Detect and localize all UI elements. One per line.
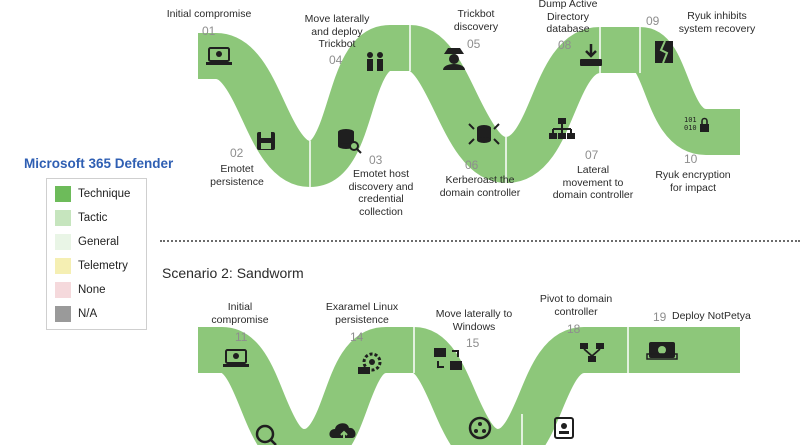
legend-swatch: [55, 234, 71, 250]
step-02-label: Emotet persistence: [210, 163, 264, 188]
compromise-icon: [206, 47, 232, 65]
database-arrows-icon: [468, 123, 500, 145]
legend-label: General: [78, 236, 119, 248]
pivot-network-icon: [580, 343, 604, 362]
computers-arrows-icon: [434, 348, 462, 370]
step-10-number: 10: [684, 152, 698, 166]
step-07-number: 07: [585, 148, 599, 162]
binary-lock-icon: 101 010: [684, 116, 709, 132]
legend-swatch: [55, 258, 71, 274]
legend-label: N/A: [78, 308, 98, 320]
step-01-number: 01: [202, 24, 216, 38]
step-18-label: Pivot to domain controller: [539, 293, 613, 318]
shield-search-icon: [255, 424, 277, 445]
floppy-icon: [257, 132, 275, 150]
legend-label: Tactic: [78, 212, 108, 224]
svg-text:101: 101: [684, 116, 697, 124]
legend-swatch: [55, 210, 71, 226]
broken-glass-icon: [655, 40, 673, 64]
step-18-number: 18: [567, 322, 581, 336]
step-09-label: Ryuk inhibits system recovery: [678, 10, 756, 35]
legend-item-none: None: [55, 281, 106, 299]
step-05-number: 05: [467, 37, 481, 51]
step-03-number: 03: [369, 153, 383, 167]
legend-label: Technique: [78, 188, 131, 200]
cloud-upload-icon: [329, 423, 356, 442]
money-icon: [646, 342, 678, 360]
legend-swatch: [55, 306, 71, 322]
svg-text:010: 010: [684, 124, 697, 132]
compromise-icon: [223, 349, 249, 367]
legend-item-technique: Technique: [55, 185, 130, 203]
step-15-label: Move laterally to Windows: [435, 308, 513, 333]
scenario1-band: [198, 25, 740, 188]
legend-label: Telemetry: [78, 260, 128, 272]
users-icon: [367, 52, 383, 71]
download-drive-icon: [580, 44, 602, 66]
database-search-icon: [338, 129, 362, 154]
step-04-number: 04: [329, 53, 343, 67]
step-05-label: Trickbot discovery: [453, 8, 499, 33]
step-15-number: 15: [466, 336, 480, 350]
scenario-divider: [160, 240, 800, 242]
step-06-number: 06: [465, 158, 479, 172]
step-11-label: Initial compromise: [211, 301, 269, 326]
legend-swatch: [55, 186, 71, 202]
step-06-label: Kerberoast the domain controller: [439, 174, 521, 199]
step-11-number: 11: [235, 330, 248, 344]
step-08-label: Dump Active Directory database: [538, 0, 598, 35]
step-19-label: Deploy NotPetya: [672, 310, 751, 322]
legend-item-telemetry: Telemetry: [55, 257, 128, 275]
step-14-label: Exaramel Linux persistence: [325, 301, 399, 326]
step-14-number: 14: [350, 330, 364, 344]
legend-item-general: General: [55, 233, 119, 251]
legend-swatch: [55, 282, 71, 298]
step-19-number: 19: [653, 310, 667, 324]
legend-item-na: N/A: [55, 305, 97, 323]
gear-cloud-icon: [358, 352, 382, 374]
scenario2-title: Scenario 2: Sandworm: [162, 265, 304, 281]
step-01-label: Initial compromise: [166, 8, 252, 20]
step-07-label: Lateral movement to domain controller: [552, 164, 634, 201]
step-09-number: 09: [646, 14, 660, 28]
network-icon: [549, 118, 575, 139]
band-shape: [198, 25, 740, 188]
step-02-number: 02: [230, 146, 244, 160]
hierarchy-search-icon: [468, 416, 492, 440]
legend-item-tactic: Tactic: [55, 209, 107, 227]
step-03-label: Emotet host discovery and credential col…: [348, 168, 414, 218]
legend-label: None: [78, 284, 106, 296]
detective-icon: [443, 48, 465, 70]
diagram-title: Microsoft 365 Defender: [24, 156, 174, 171]
step-08-number: 08: [558, 38, 572, 52]
step-10-label: Ryuk encryption for impact: [655, 169, 731, 194]
step-04-label: Move laterally and deploy Trickbot: [304, 13, 370, 50]
legend: Technique Tactic General Telemetry None …: [46, 178, 147, 330]
id-card-icon: [554, 417, 574, 439]
band-shape: [198, 326, 740, 445]
